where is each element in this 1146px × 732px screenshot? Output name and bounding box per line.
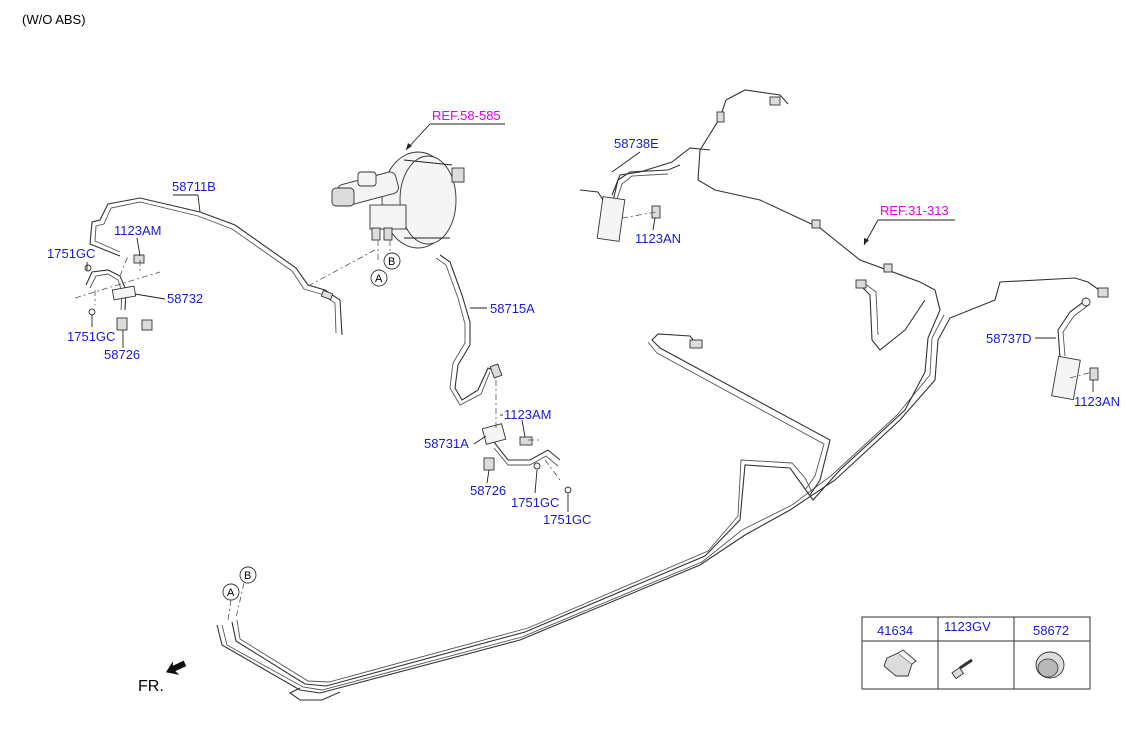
- callout-58732[interactable]: 58732: [167, 291, 203, 306]
- center-hose-assembly: [481, 380, 572, 494]
- front-label: FR.: [138, 678, 164, 695]
- callout-58738e[interactable]: 58738E: [614, 136, 659, 151]
- callout-1123an-left[interactable]: 1123AN: [635, 231, 681, 246]
- callout-1751gc-left-top[interactable]: 1751GC: [47, 246, 95, 261]
- table-header-41634: 41634: [877, 623, 913, 638]
- front-indicator: FR.: [138, 660, 187, 695]
- svg-text:A: A: [375, 273, 383, 285]
- callout-1751gc-center-2[interactable]: 1751GC: [543, 512, 591, 527]
- center-brake-line: [435, 254, 503, 406]
- rear-right-hose: [1051, 297, 1099, 401]
- marker-a-bottom: A: [222, 583, 240, 621]
- grommet-part-icon: [1035, 651, 1065, 679]
- callout-58726-center[interactable]: 58726: [470, 483, 506, 498]
- marker-b-bottom: B: [235, 566, 257, 619]
- table-header-1123gv: 1123GV: [944, 619, 991, 634]
- callout-1751gc-center-1[interactable]: 1751GC: [511, 495, 559, 510]
- parts-table: 41634 1123GV 58672: [861, 616, 1091, 690]
- ref-booster[interactable]: REF.58-585: [432, 108, 501, 123]
- svg-text:B: B: [388, 256, 395, 268]
- variant-label: (W/O ABS): [22, 12, 86, 27]
- left-hose-assembly: [74, 254, 161, 331]
- callout-58715a[interactable]: 58715A: [490, 301, 535, 316]
- leader-lines: [86, 123, 1094, 512]
- callout-58711b[interactable]: 58711B: [172, 179, 216, 194]
- bolt-part-icon: [951, 658, 973, 680]
- callout-1123an-right[interactable]: 1123AN: [1074, 394, 1120, 409]
- main-brake-line-bundle: [216, 89, 1109, 701]
- callout-58731a[interactable]: 58731A: [424, 436, 469, 451]
- brake-booster: [309, 151, 465, 286]
- clip-part-icon: [883, 649, 917, 677]
- callout-1123am-center[interactable]: 1123AM: [504, 407, 551, 422]
- callout-58726-left[interactable]: 58726: [104, 347, 140, 362]
- rear-left-hose: [579, 164, 681, 242]
- svg-text:B: B: [244, 570, 251, 582]
- table-header-58672: 58672: [1033, 623, 1069, 638]
- callout-1751gc-left-bottom[interactable]: 1751GC: [67, 329, 115, 344]
- svg-text:A: A: [227, 587, 235, 599]
- marker-a-top: A: [370, 269, 388, 287]
- ref-fuel[interactable]: REF.31-313: [880, 203, 949, 218]
- callout-58737d[interactable]: 58737D: [986, 331, 1032, 346]
- callout-1123am-left[interactable]: 1123AM: [114, 223, 161, 238]
- marker-b-top: B: [383, 252, 401, 270]
- front-arrow-icon: [165, 660, 187, 675]
- front-left-brake-line: [89, 197, 343, 336]
